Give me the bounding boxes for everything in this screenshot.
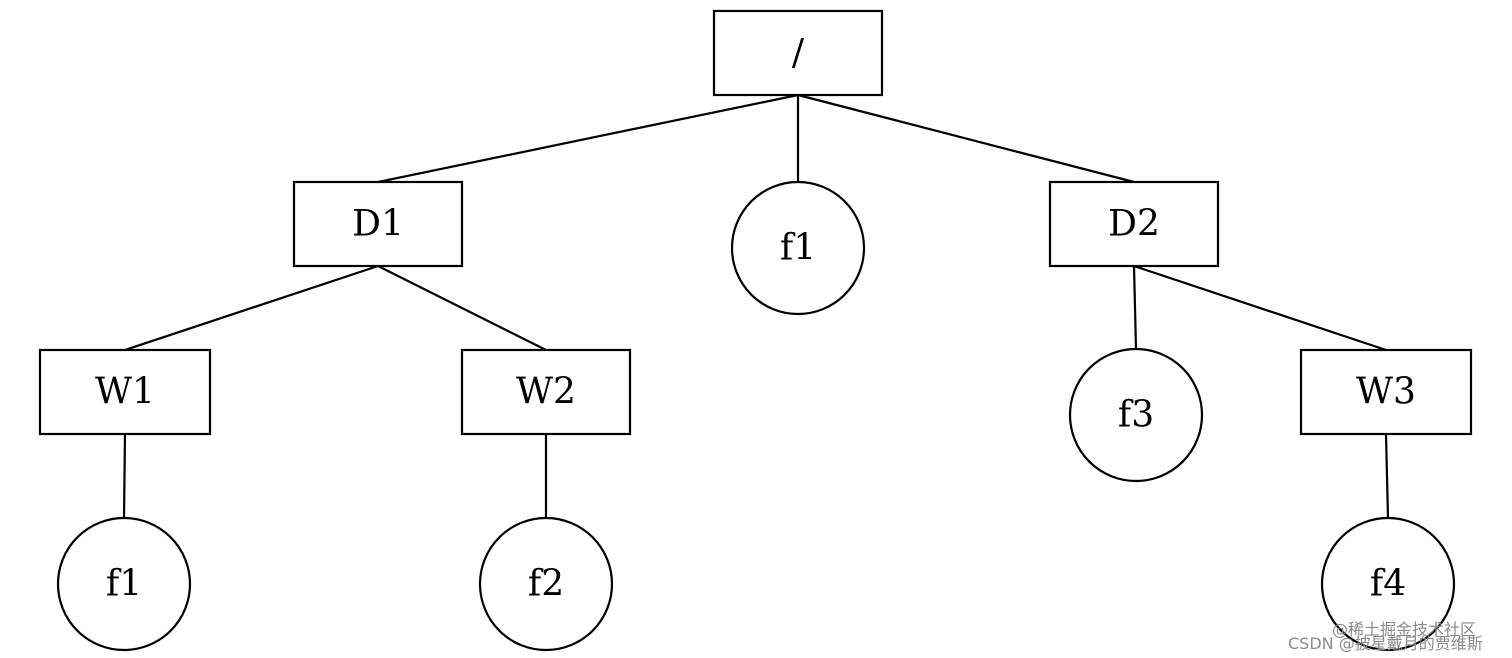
node-label: f3 [1118,395,1154,436]
directory-node-box [1299,348,1473,436]
edge-w1-f1b [122,433,127,519]
node-f1a: f1 [730,180,866,316]
file-node-circle [1068,347,1204,483]
file-node-circle [1320,516,1456,652]
node-label: D2 [1108,204,1160,245]
node-label: W1 [95,372,155,413]
node-w3: W3 [1299,348,1473,436]
node-label: W3 [1356,372,1416,413]
edge-d1-w2 [377,265,547,351]
node-label: W2 [516,372,576,413]
directory-node-box [712,9,884,97]
node-root: / [712,9,884,97]
edge-root-d1 [377,93,799,184]
file-node-circle [478,516,614,652]
node-label: f1 [780,228,816,269]
node-d1: D1 [292,180,464,268]
edges-layer [122,93,1390,519]
node-f1b: f1 [56,516,192,652]
node-label: f4 [1370,564,1406,605]
edge-w3-f4 [1384,433,1390,519]
file-node-circle [56,516,192,652]
node-label: f2 [528,564,564,605]
node-f4: f4 [1320,516,1456,652]
watermark-juejin: @稀土掘金技术社区 [1332,620,1477,639]
edge-root-d2 [797,93,1135,184]
node-f3: f3 [1068,347,1204,483]
node-label: f1 [106,564,142,605]
directory-node-box [38,348,212,436]
node-label: D1 [352,204,404,245]
node-f2: f2 [478,516,614,652]
node-w2: W2 [460,348,632,436]
edge-d2-w3 [1133,264,1387,352]
file-node-circle [730,180,866,316]
node-label: / [792,33,805,74]
edge-d1-w1 [124,264,379,352]
directory-node-box [292,180,464,268]
node-w1: W1 [38,348,212,436]
watermark-csdn: CSDN @披星戴月的贾维斯 [1288,634,1483,653]
directory-node-box [1048,180,1220,268]
edge-d2-f3 [1132,265,1138,350]
node-d2: D2 [1048,180,1220,268]
directory-node-box [460,348,632,436]
